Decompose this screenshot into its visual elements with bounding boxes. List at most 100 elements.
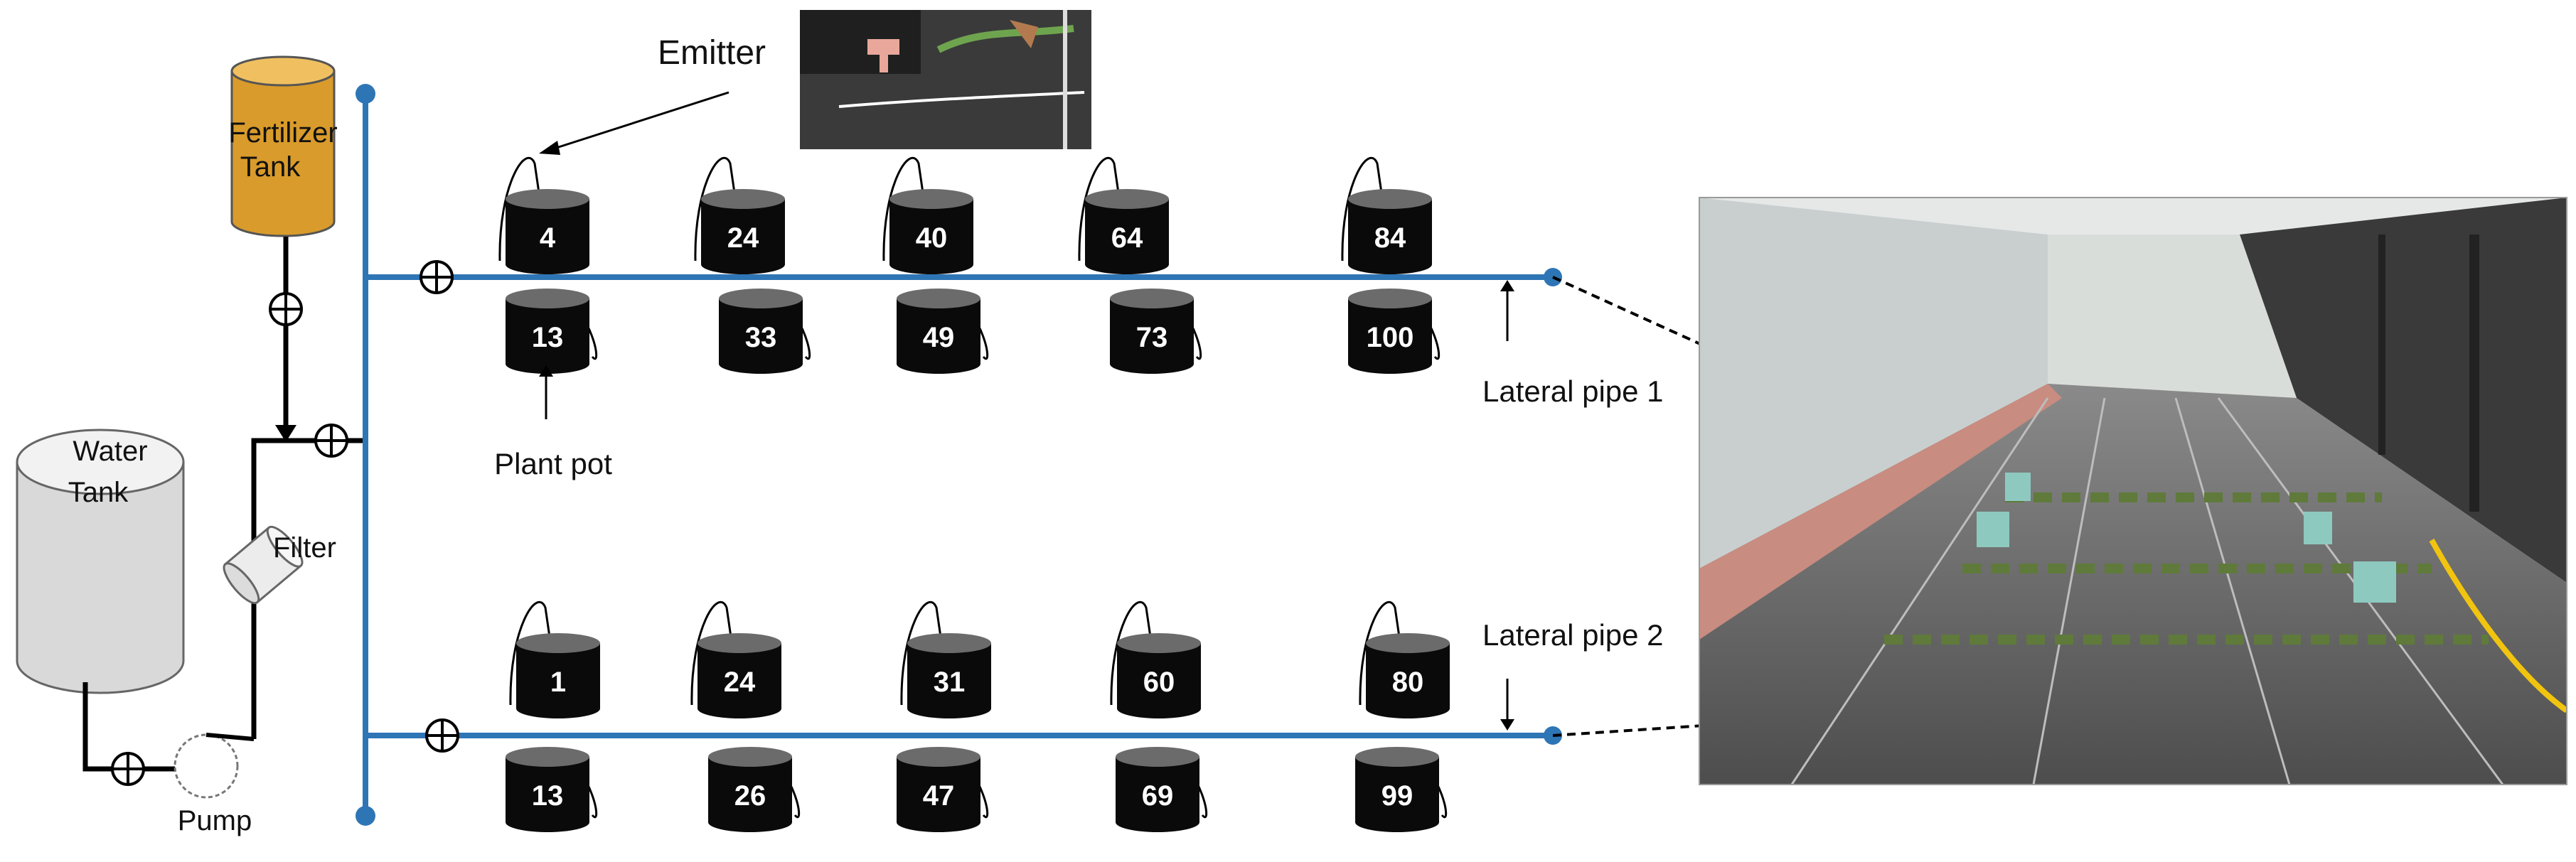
emitter-tube [882,156,926,262]
pot-number: 26 [734,780,766,812]
pot-body [1366,643,1450,718]
fertilizer-tank [230,55,336,237]
pot-rim [1348,189,1432,209]
pot-rim [1366,633,1450,653]
valve-icon [314,424,348,458]
pot-rim [516,633,600,653]
emitter-tube [690,600,734,706]
pot-number: 40 [916,222,948,254]
arrow-icon [539,141,560,155]
filter-icon [223,525,304,605]
water-line [82,682,186,772]
fertilizer-tank-label-line2: Tank [240,151,301,183]
water-tank [16,429,185,694]
plant-pot: 40 [882,156,973,274]
pot-body [701,199,785,274]
emitter-tube [498,156,542,262]
lateral-pipe-1-label: Lateral pipe 1 [1482,375,1664,408]
plant-pot-label: Plant pot [494,447,612,480]
pump-label: Pump [178,805,252,836]
pot-number: 4 [540,222,556,254]
pot-body [516,643,600,718]
greenhouse-photo [1699,197,2567,785]
plant-pot: 84 [1341,156,1432,274]
plant-pot: 24 [690,600,781,718]
pot-body [1116,757,1199,832]
pot-rim [708,747,792,767]
pot-body [1355,757,1439,832]
valve-icon [419,260,454,294]
pot-rim [698,633,781,653]
plant-pot: 26 [708,747,801,832]
pot-rim [897,289,980,308]
pot-body [1110,298,1194,374]
water-tank-label-line2: Tank [68,477,129,508]
pot-number: 64 [1111,222,1143,254]
pot-rim [701,189,785,209]
valve-icon [111,752,145,786]
pot-body [506,199,589,274]
pot-rim [506,289,589,308]
emitter-tube [1078,156,1121,262]
main-pipe-end-cap [356,806,375,826]
plant-pot: 64 [1078,156,1169,274]
pot-rim [719,289,803,308]
pot-number: 60 [1143,667,1175,698]
plant-pot: 1 [509,600,600,718]
pot-body [897,757,980,832]
pot-number: 84 [1374,222,1406,254]
pot-number: 80 [1392,667,1424,698]
valve-icon [269,292,303,326]
pot-rim [1110,289,1194,308]
plant-pot: 13 [506,289,598,374]
emitter-tube [900,600,944,706]
pot-number: 24 [724,667,756,698]
pot-number: 13 [532,322,564,353]
pot-body [1348,298,1432,374]
pot-body [708,757,792,832]
pot-number: 73 [1136,322,1168,353]
filter-label: Filter [273,532,336,564]
pot-rim [506,189,589,209]
fertilizer-tank-label-line1: Fertilizer [228,117,337,149]
pot-number: 33 [745,322,777,353]
pot-body [506,298,589,374]
pot-number: 47 [923,780,955,812]
emitter-arrow [547,91,729,152]
plant-pot: 24 [694,156,785,274]
pot-number: 1 [550,667,566,698]
emitter-tube [694,156,737,262]
pot-body [1117,643,1201,718]
emitter-tube [509,600,552,706]
main-pipe-end-cap [356,84,375,104]
pot-body [719,298,803,374]
pot-number: 24 [727,222,759,254]
lateral-pipe-2-label: Lateral pipe 2 [1482,618,1664,652]
pot-rim [897,747,980,767]
arrow-icon [275,425,296,442]
pot-body [907,643,991,718]
pot-rim [1117,633,1201,653]
pot-body [1085,199,1169,274]
plant-pot: 80 [1359,600,1450,718]
plant-pot: 100 [1348,289,1441,374]
arrow-icon [1500,719,1514,731]
pot-rim [1348,289,1432,308]
water-tank-label-line1: Water [73,436,147,467]
arrow-icon [1500,280,1514,291]
arrow-icon [539,365,553,377]
plant-pot: 73 [1110,289,1202,374]
emitter-tube [1359,600,1402,706]
pump-icon [173,733,255,799]
pot-rim [889,189,973,209]
pot-rim [1355,747,1439,767]
valve-icon [425,718,459,753]
plant-pot: 31 [900,600,991,718]
plant-pot: 69 [1116,747,1208,832]
plant-pot: 33 [719,289,811,374]
emitter-photo [800,10,1091,149]
emitter-tube [1341,156,1384,262]
plant-pot: 99 [1355,747,1448,832]
